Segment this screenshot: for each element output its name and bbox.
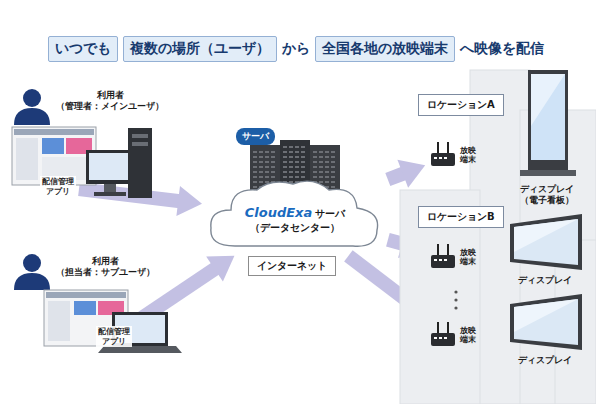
location-box: ロケーションA <box>418 94 504 116</box>
app-label: 配信管理 アプリ <box>96 326 132 347</box>
node-text: ディスプレイ <box>500 275 590 286</box>
title-text: から <box>282 40 310 58</box>
display-figure <box>506 66 588 178</box>
node-text: 利用者 <box>56 90 164 101</box>
node-text: 放映 端末 <box>460 326 476 344</box>
router-icon <box>428 242 458 272</box>
node-text: 放映 端末 <box>460 248 476 266</box>
node-text: 利用者 <box>56 256 155 267</box>
cloud-logo: CloudExa <box>245 205 313 220</box>
user-label: 利用者（管理者：メインユーザ） <box>56 90 164 113</box>
node-text: いつでも <box>55 40 111 58</box>
router-icon <box>428 320 458 350</box>
node-text: 配信管理 アプリ <box>98 327 130 346</box>
cloud-path <box>211 181 378 246</box>
display-panel: ディスプレイ <box>500 212 590 286</box>
person-icon <box>14 89 50 125</box>
display-figure <box>500 292 590 352</box>
title-box: いつでも <box>48 36 118 62</box>
location-box: ロケーションB <box>418 206 504 228</box>
title-text: へ映像を配信 <box>460 40 544 58</box>
display-figure <box>500 212 590 272</box>
display-panel: ディスプレイ <box>500 292 590 366</box>
user-label: 利用者（担当者：サブユーザ） <box>56 256 155 279</box>
node-text: 配信管理 アプリ <box>42 177 74 196</box>
person-icon <box>14 254 50 290</box>
cloud-shape: CloudExaサーバ （データセンター） <box>205 176 385 254</box>
node-text: 全国各地の放映端末 <box>322 40 448 58</box>
desktop-pc <box>86 128 152 198</box>
cloud-text: （データセンター） <box>205 221 385 235</box>
delivery-arrow <box>388 160 425 188</box>
node-text: ディスプレイ （電子看板） <box>520 184 574 206</box>
cloud-text: サーバ <box>315 208 345 219</box>
title-box: 全国各地の放映端末 <box>315 36 455 62</box>
node-text: 複数の場所（ユーザ） <box>130 40 270 58</box>
app-label: 配信管理 アプリ <box>40 176 76 197</box>
terminal-box: 放映 端末 <box>428 140 476 170</box>
node-text: ロケーションA <box>427 98 495 112</box>
node-text: 放映 端末 <box>460 146 476 164</box>
buildings <box>400 70 596 404</box>
server-tag: サーバ <box>236 128 275 145</box>
node-text: ディスプレイ <box>500 355 590 366</box>
terminal-box: 放映 端末 <box>428 320 476 350</box>
router-icon <box>428 140 458 170</box>
node-text: （担当者：サブユーザ） <box>56 267 155 278</box>
node-text: サーバ <box>242 130 269 143</box>
node-text: （管理者：メインユーザ） <box>56 101 164 112</box>
ellipsis-dots <box>454 290 457 309</box>
terminal-box: 放映 端末 <box>428 242 476 272</box>
title-box: 複数の場所（ユーザ） <box>123 36 277 62</box>
kiosk-display: ディスプレイ （電子看板） <box>506 66 588 206</box>
node-text: インターネット <box>257 259 327 273</box>
node-text: ロケーションB <box>427 210 495 224</box>
internet-band: インターネット <box>248 256 336 276</box>
